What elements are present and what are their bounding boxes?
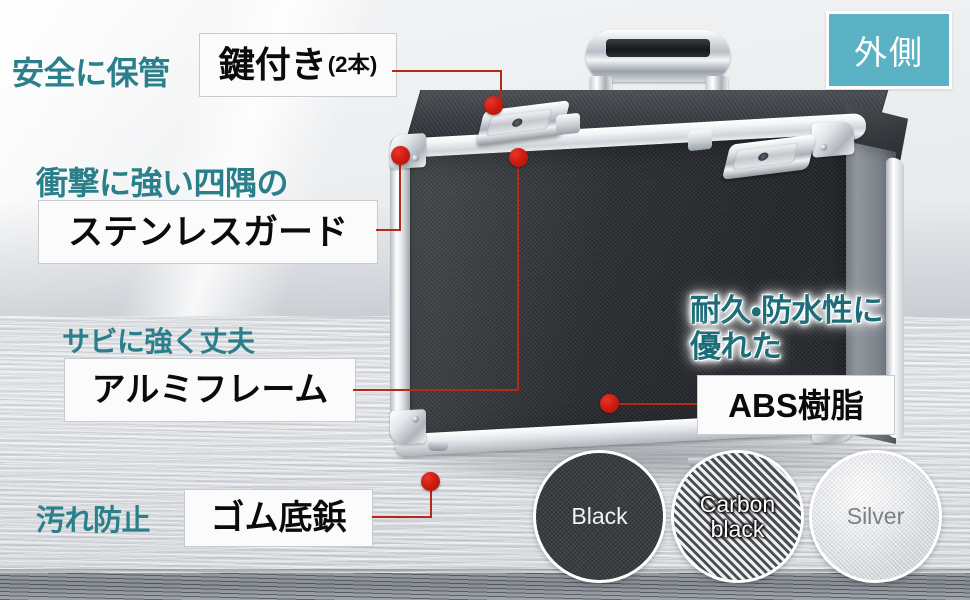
callout-dot-rubber-feet xyxy=(421,472,440,491)
callout-dot-stainless-guard xyxy=(391,146,410,165)
rubber-foot-left xyxy=(428,442,448,451)
connector-line-lock-v xyxy=(500,70,502,108)
callout-box-lock-main: 鍵付き xyxy=(218,44,327,85)
swatch-black-texture xyxy=(536,453,663,580)
table-edge-highlight xyxy=(0,569,970,573)
table-front-edge xyxy=(0,573,970,600)
connector-line-feet-h xyxy=(372,516,432,518)
callout-kicker-aluminum-frame: サビに強く丈夫 xyxy=(62,326,255,357)
callout-dot-lock xyxy=(484,96,503,115)
corner-guard-top-right xyxy=(811,120,855,158)
callout-dot-abs-resin xyxy=(600,394,619,413)
color-swatch-carbon-black-label-line1: Carbon xyxy=(699,490,776,517)
callout-box-abs-resin: ABS樹脂 xyxy=(697,375,895,435)
badge-exterior-label: 外側 xyxy=(854,34,924,71)
corner-screw xyxy=(412,154,419,162)
callout-kicker-stainless-guard: 衝撃に強い四隅の xyxy=(36,165,289,201)
callout-kicker-rubber-feet: 汚れ防止 xyxy=(36,505,151,537)
connector-line-frame-h xyxy=(353,389,519,391)
callout-box-stainless-guard-main: ステンレスガード xyxy=(67,212,348,252)
callout-kicker-lock: 安全に保管 xyxy=(12,55,170,91)
color-swatch-carbon-black-label-line2: black xyxy=(710,515,765,542)
callout-box-aluminum-frame-main: アルミフレーム xyxy=(91,371,329,409)
corner-guard-bottom-left xyxy=(390,409,426,445)
connector-line-lock-h xyxy=(392,70,502,72)
callout-box-aluminum-frame: アルミフレーム xyxy=(64,358,356,422)
badge-exterior: 外側 xyxy=(826,11,952,89)
case-hinge-left xyxy=(556,112,580,136)
callout-box-lock: 鍵付き (2本) xyxy=(199,33,397,97)
swatch-silver-texture xyxy=(812,453,939,580)
callout-kicker-abs-line1: 耐久・防水性に xyxy=(690,293,884,328)
callout-box-stainless-guard: ステンレスガード xyxy=(38,200,378,264)
color-swatch-carbon-black-label: Carbon black xyxy=(699,490,776,542)
corner-screw xyxy=(820,143,828,152)
callout-box-abs-resin-main: ABS樹脂 xyxy=(728,386,864,424)
color-swatch-carbon-black[interactable]: Carbon black xyxy=(671,450,804,583)
connector-line-frame-v xyxy=(517,164,519,390)
case-hinge-right xyxy=(688,128,712,152)
callout-kicker-abs-line2: 優れた xyxy=(690,329,782,364)
connector-line-guard-v xyxy=(399,158,401,230)
color-swatch-black-label: Black xyxy=(571,503,628,530)
connector-line-feet-v xyxy=(430,484,432,518)
connector-line-guard-h xyxy=(376,229,401,231)
callout-box-lock-sub: (2本) xyxy=(327,51,378,77)
handle-rubber-grip xyxy=(606,39,710,57)
callout-box-rubber-feet: ゴム底鋲 xyxy=(184,489,373,547)
corner-screw xyxy=(412,415,419,423)
callout-dot-aluminum-frame xyxy=(509,148,528,167)
swatch-carbon-texture xyxy=(674,453,801,580)
callout-box-rubber-feet-main: ゴム底鋲 xyxy=(210,499,347,537)
color-swatch-black[interactable]: Black xyxy=(533,450,666,583)
color-swatch-silver-label: Silver xyxy=(846,503,905,530)
color-swatch-silver[interactable]: Silver xyxy=(809,450,942,583)
connector-line-abs-h xyxy=(612,403,697,405)
